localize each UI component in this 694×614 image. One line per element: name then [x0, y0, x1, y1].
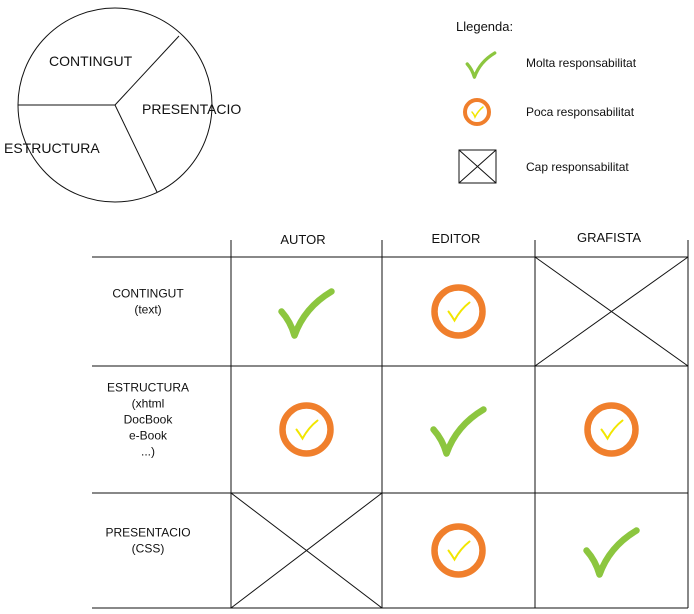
legend-label: Cap responsabilitat [526, 160, 629, 174]
row-label: CONTINGUT (text) [112, 287, 184, 317]
column-header-autor: AUTOR [280, 232, 325, 247]
cross-box-icon [230, 492, 383, 609]
column-header-editor: EDITOR [432, 231, 481, 246]
circle-check-icon [279, 402, 334, 457]
pie-diagram: CONTINGUT PRESENTACIO ESTRUCTURA [4, 7, 241, 203]
row-label-line: PRESENTACIO [105, 526, 190, 540]
legend-title: Llegenda: [456, 19, 513, 34]
row-label-line: ESTRUCTURA [107, 381, 189, 395]
circle-check-icon [431, 284, 486, 339]
row-label: PRESENTACIO (CSS) [105, 526, 190, 556]
circle-check-icon [463, 98, 491, 126]
circle-check-icon [584, 402, 639, 457]
pie-divider [114, 35, 180, 106]
cross-box-icon [534, 256, 689, 367]
row-label-line: ...) [141, 445, 155, 459]
row-label-line: (xhtml [132, 397, 165, 411]
legend: Llegenda: Molta responsabilitat Poca res… [456, 19, 637, 184]
row-label-line: (text) [134, 303, 161, 317]
legend-label: Poca responsabilitat [526, 105, 635, 119]
responsibility-table: AUTOR EDITOR GRAFISTA CONTINGUT (text) EST… [92, 230, 689, 609]
pie-label-estructura: ESTRUCTURA [4, 140, 100, 156]
row-label-line: DocBook [124, 413, 174, 427]
pie-divider [114, 104, 158, 193]
pie-label-contingut: CONTINGUT [49, 53, 133, 69]
legend-item-molta: Molta responsabilitat [465, 51, 637, 79]
check-icon [278, 288, 335, 339]
column-header-grafista: GRAFISTA [577, 230, 641, 245]
check-icon [583, 527, 640, 578]
legend-item-cap: Cap responsabilitat [458, 149, 629, 184]
legend-item-poca: Poca responsabilitat [463, 98, 635, 126]
legend-label: Molta responsabilitat [526, 56, 637, 70]
check-icon [430, 406, 487, 457]
row-label-line: (CSS) [132, 542, 165, 556]
row-label-line: CONTINGUT [112, 287, 184, 301]
pie-label-presentacio: PRESENTACIO [142, 101, 241, 117]
row-label-line: e-Book [129, 429, 168, 443]
circle-check-icon [431, 523, 486, 578]
check-icon [465, 51, 497, 79]
cross-box-icon [458, 149, 497, 184]
